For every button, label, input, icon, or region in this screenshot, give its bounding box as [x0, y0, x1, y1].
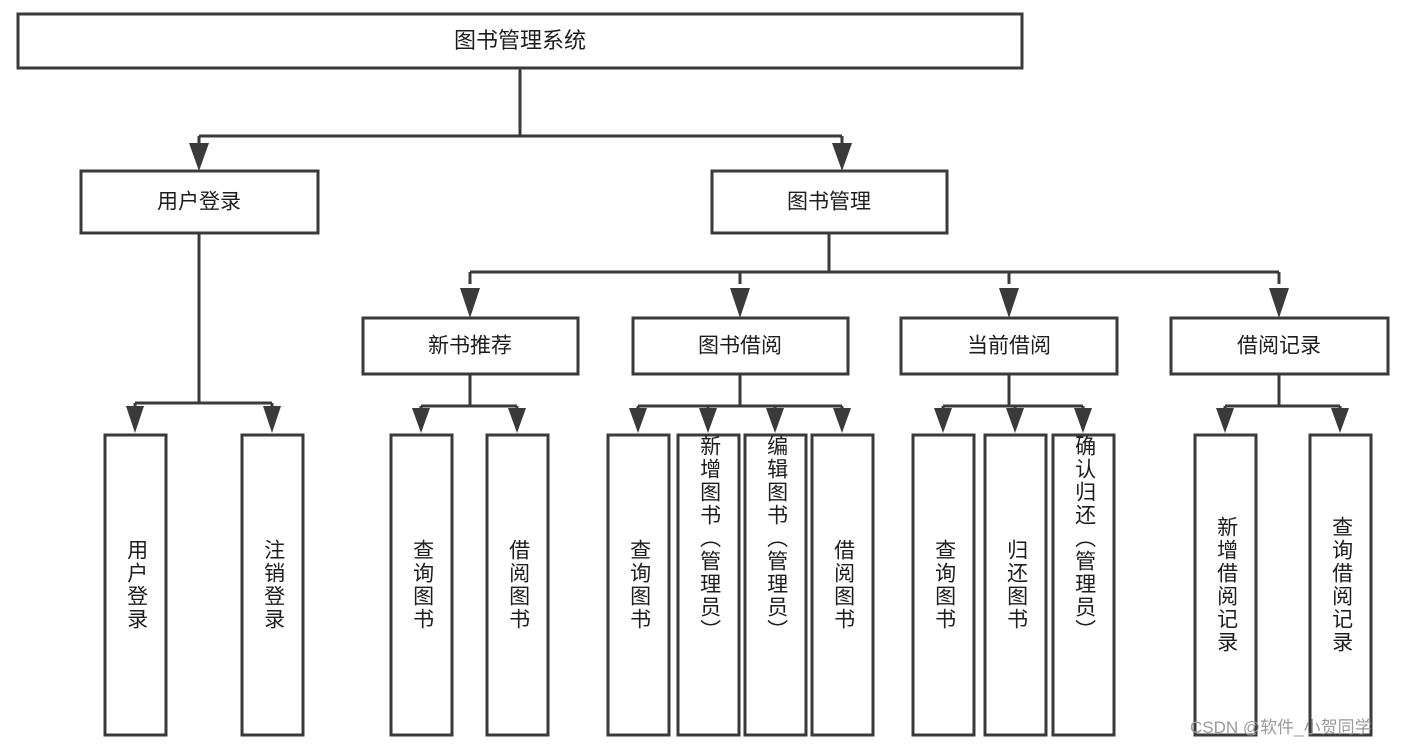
- arrow-head-borrow-record: [1269, 288, 1289, 318]
- arrow-head-book-borrow: [730, 288, 750, 318]
- arrow-head-leaf-query-book-2: [629, 408, 647, 433]
- arrow-head-leaf-confirm-return: [1074, 408, 1092, 433]
- connector-current-borrow-to-leaves: [934, 374, 1092, 433]
- arrow-head-new-book: [460, 288, 480, 318]
- node-book-borrowing[interactable]: 图书借阅: [631, 316, 850, 376]
- arrow-head-leaf-query-book-1: [412, 408, 430, 433]
- connector-book-manage-to-level3: [460, 233, 1289, 318]
- arrow-head-leaf-query-record: [1331, 408, 1349, 433]
- arrow-head-leaf-query-book-3: [934, 408, 952, 433]
- arrow-head-user-login: [189, 143, 209, 171]
- arrow-head-leaf-user-login: [126, 406, 144, 433]
- leaf-box-edit-book[interactable]: [743, 433, 808, 737]
- leaf-box-query-borrow-record[interactable]: [1308, 433, 1373, 737]
- arrow-head-leaf-logout: [263, 406, 281, 433]
- node-current-borrowing-label: 当前借阅: [967, 335, 1051, 358]
- leaf-box-return-book[interactable]: [983, 433, 1048, 737]
- arrow-head-current-borrow: [999, 288, 1019, 318]
- node-root-library-system[interactable]: 图书管理系统: [16, 12, 1024, 70]
- node-new-book-recommend-label: 新书推荐: [428, 335, 512, 358]
- arrow-head-leaf-return-book: [1006, 408, 1024, 433]
- leaf-box-query-book-3[interactable]: [911, 433, 976, 737]
- node-book-borrowing-label: 图书借阅: [698, 335, 782, 358]
- node-current-borrowing[interactable]: 当前借阅: [899, 316, 1119, 376]
- csdn-watermark: CSDN @软件_小贺同学: [1190, 718, 1372, 737]
- node-root-label: 图书管理系统: [454, 28, 586, 53]
- node-borrow-record[interactable]: 借阅记录: [1169, 316, 1390, 376]
- connector-new-book-to-leaves: [412, 374, 526, 433]
- node-user-login[interactable]: 用户登录: [79, 169, 320, 235]
- arrow-head-book-manage: [832, 143, 852, 171]
- connector-user-login-to-leaves: [126, 233, 281, 433]
- leaf-box-query-book-1[interactable]: [389, 433, 454, 737]
- node-new-book-recommend[interactable]: 新书推荐: [361, 316, 580, 376]
- leaf-box-borrow-book-2[interactable]: [810, 433, 875, 737]
- arrow-head-leaf-borrow-book-2: [833, 408, 851, 433]
- arrow-head-leaf-edit-book: [766, 408, 784, 433]
- connector-root-to-level2: [189, 68, 852, 171]
- leaf-box-query-book-2[interactable]: [606, 433, 671, 737]
- leaf-box-confirm-return[interactable]: [1051, 433, 1116, 737]
- node-user-login-label: 用户登录: [157, 191, 241, 214]
- leaf-boxes: [103, 433, 1373, 737]
- node-book-management[interactable]: 图书管理: [710, 169, 949, 235]
- arrow-head-leaf-borrow-book-1: [508, 408, 526, 433]
- leaf-box-borrow-book-1[interactable]: [485, 433, 550, 737]
- leaf-box-user-login[interactable]: [103, 433, 168, 737]
- node-borrow-record-label: 借阅记录: [1237, 335, 1321, 358]
- leaf-box-add-book[interactable]: [676, 433, 741, 737]
- arrow-head-leaf-add-book: [699, 408, 717, 433]
- connector-book-borrow-to-leaves: [629, 374, 851, 433]
- leaf-box-add-borrow-record[interactable]: [1193, 433, 1258, 737]
- arrow-head-leaf-add-record: [1216, 408, 1234, 433]
- leaf-box-logout[interactable]: [240, 433, 305, 737]
- connector-borrow-record-to-leaves: [1216, 374, 1349, 433]
- node-book-management-label: 图书管理: [787, 191, 871, 214]
